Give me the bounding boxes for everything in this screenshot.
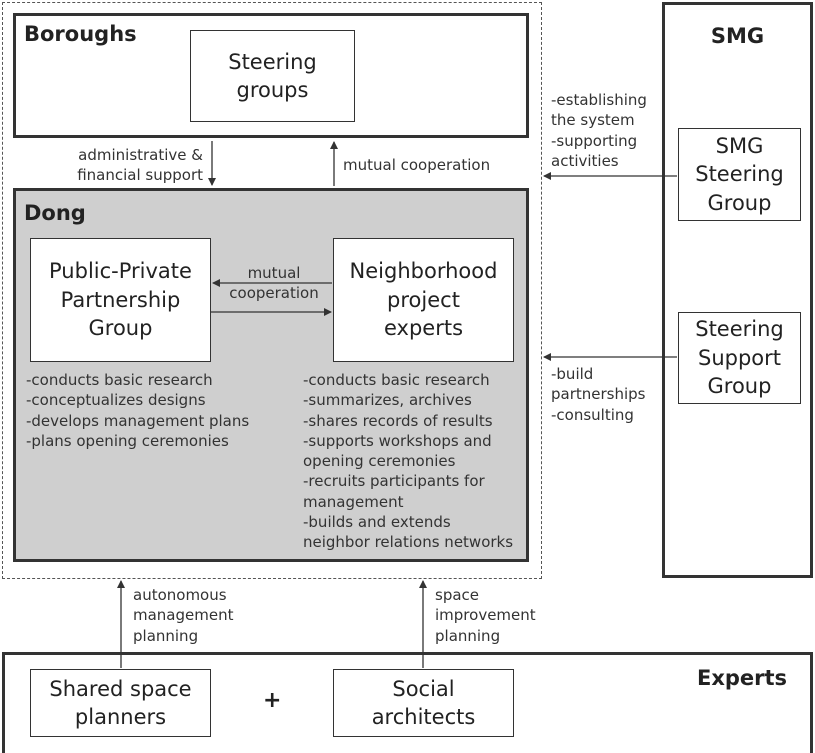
neighborhood-experts-box: Neighborhood project experts bbox=[333, 238, 514, 362]
steering-groups-box: Steering groups bbox=[190, 30, 355, 122]
expert-task-item: -builds and extends bbox=[303, 512, 451, 531]
expert-task-item: opening ceremonies bbox=[303, 452, 456, 470]
expert-task-item: -supports workshops and bbox=[303, 431, 492, 450]
space-improvement-label: space improvement planning bbox=[435, 586, 536, 645]
boroughs-title: Boroughs bbox=[24, 22, 137, 46]
expert-task-item: neighbor relations networks bbox=[303, 533, 514, 551]
build-partnerships-label: -build partnerships -consulting bbox=[551, 365, 646, 424]
ppp-task-item: -conceptualizes designs bbox=[26, 391, 206, 410]
expert-task-item: management bbox=[303, 492, 404, 511]
smg-panel bbox=[662, 2, 813, 578]
dong-title: Dong bbox=[24, 201, 86, 225]
ppp-task-item: -conducts basic research bbox=[26, 371, 213, 389]
mutual-cooperation-top-label: mutual cooperation bbox=[343, 156, 491, 174]
expert-task-item: -conducts basic research bbox=[303, 371, 490, 389]
ppp-task-item: -plans opening ceremonies bbox=[26, 431, 229, 450]
smg-title: SMG bbox=[710, 24, 765, 48]
ppp-task-list: -conducts basic research -conceptualizes… bbox=[26, 370, 249, 451]
mutual-cooperation-mid-label: mutual cooperation bbox=[229, 264, 319, 303]
steering-support-group-box: Steering Support Group bbox=[678, 312, 801, 404]
expert-task-list: -conducts basic research -summarizes, ar… bbox=[303, 370, 513, 552]
expert-task-item: -shares records of results bbox=[303, 411, 493, 430]
expert-task-item: -recruits participants for bbox=[303, 472, 485, 491]
autonomous-planning-label: autonomous management planning bbox=[133, 586, 234, 645]
admin-support-label: administrative & financial support bbox=[77, 146, 203, 185]
establishing-label: -establishing the system -supporting act… bbox=[551, 91, 647, 170]
plus-sign: + bbox=[263, 688, 282, 713]
ppp-group-box: Public-Private Partnership Group bbox=[30, 238, 211, 362]
local-governance-boundary bbox=[2, 2, 542, 579]
social-architects-box: Social architects bbox=[333, 669, 514, 737]
experts-title: Experts bbox=[697, 666, 788, 690]
expert-task-item: -summarizes, archives bbox=[303, 391, 472, 410]
shared-space-planners-box: Shared space planners bbox=[30, 669, 211, 737]
ppp-task-item: -develops management plans bbox=[26, 411, 250, 430]
smg-steering-group-box: SMG Steering Group bbox=[678, 128, 801, 221]
